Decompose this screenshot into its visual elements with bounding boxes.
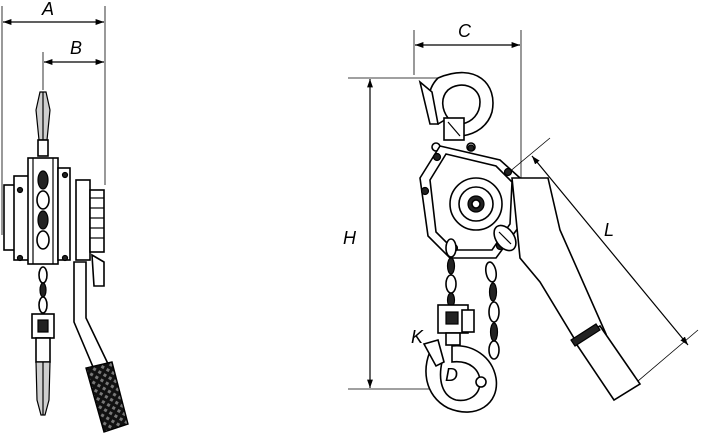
hoist-body-side [3,157,71,265]
top-hook-front [418,71,494,152]
dim-l-line [531,155,689,346]
load-chain-side [38,266,48,314]
dim-d-label: D [445,365,458,385]
dim-c-label: C [458,21,472,41]
dim-k-label: K [411,327,424,347]
lever-handle-side [73,261,129,433]
bottom-hook-front [422,304,498,413]
hand-chain-front [484,261,500,360]
side-view: A B [1,0,129,433]
lever-arm-front [511,177,642,402]
dim-b-label: B [70,38,82,58]
ratchet-wheel-side [75,179,105,287]
dim-h-label: H [343,228,357,248]
front-view: C H L [343,21,699,413]
bottom-hook-side [31,313,55,416]
handle-grip-side [85,361,129,433]
top-hook-side [35,91,51,157]
dim-l-label: L [604,220,614,240]
hoist-body-front [419,144,521,259]
load-chain-front [445,238,457,308]
dim-a-label: A [41,0,54,19]
